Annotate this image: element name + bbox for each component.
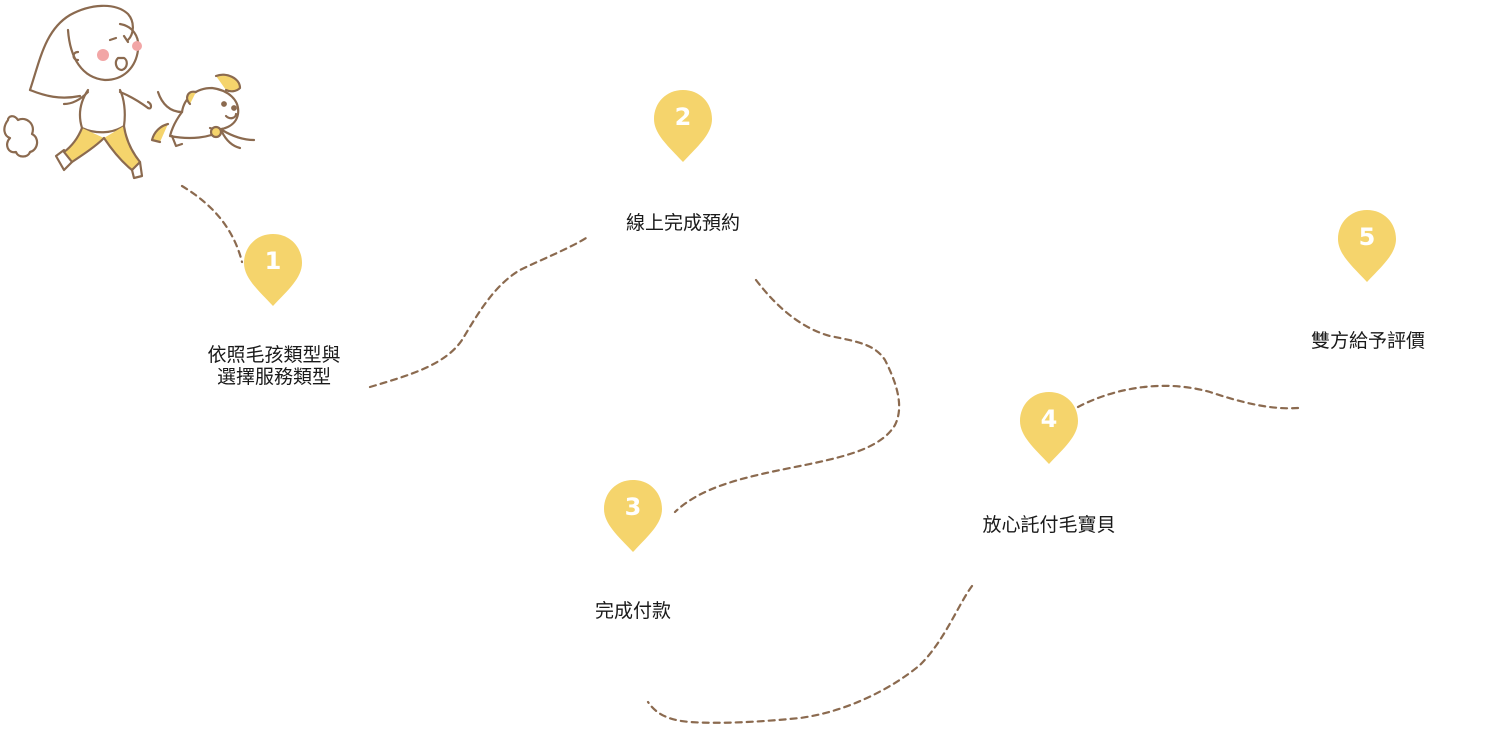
step-3-pin: 3 bbox=[602, 478, 664, 556]
step-number: 2 bbox=[674, 103, 692, 131]
map-pin-icon bbox=[1020, 392, 1078, 464]
step-1-pin: 1 bbox=[242, 232, 304, 310]
step-5-pin: 5 bbox=[1336, 208, 1398, 286]
step-3-label: 完成付款 bbox=[573, 600, 693, 622]
step-2-label: 線上完成預約 bbox=[603, 212, 763, 234]
map-pin-icon bbox=[604, 480, 662, 552]
step-4-label: 放心託付毛寶貝 bbox=[964, 514, 1134, 536]
step-number: 1 bbox=[264, 247, 282, 275]
step-number: 4 bbox=[1040, 405, 1058, 433]
step-number: 3 bbox=[624, 493, 642, 521]
girl-and-dog-running-icon bbox=[3, 4, 256, 180]
step-label-line: 線上完成預約 bbox=[625, 212, 740, 234]
step-2-pin: 2 bbox=[652, 88, 714, 166]
map-pin-icon bbox=[244, 234, 302, 306]
map-pin-icon bbox=[654, 90, 712, 162]
step-1-label: 依照毛孩類型與 選擇服務類型 bbox=[196, 344, 352, 388]
step-label-line: 放心託付毛寶貝 bbox=[982, 514, 1116, 536]
step-5-label: 雙方給予評價 bbox=[1288, 330, 1448, 352]
step-4-pin: 4 bbox=[1018, 390, 1080, 468]
step-label-line: 完成付款 bbox=[594, 600, 671, 622]
step-label-line: 依照毛孩類型與 bbox=[207, 344, 341, 366]
step-number: 5 bbox=[1358, 223, 1376, 251]
map-pin-icon bbox=[1338, 210, 1396, 282]
step-label-line: 雙方給予評價 bbox=[1310, 330, 1425, 352]
step-label-line: 選擇服務類型 bbox=[216, 366, 331, 388]
